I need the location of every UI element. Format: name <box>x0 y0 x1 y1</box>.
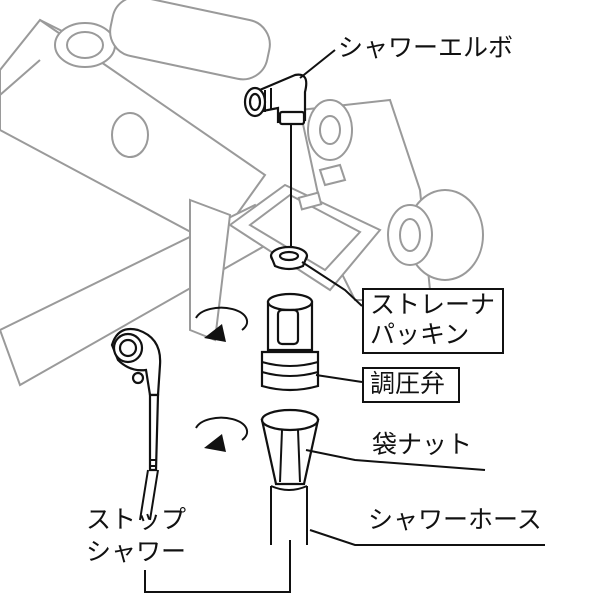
label-bag-nut: 袋ナット <box>372 430 473 459</box>
shower-elbow-part <box>243 73 308 126</box>
pressure-valve-part <box>260 292 320 392</box>
faucet-body <box>0 0 484 387</box>
label-stop-shower-line2: シャワー <box>86 537 187 566</box>
label-pressure-valve: 調圧弁 <box>362 367 460 403</box>
label-strainer-packing-line1: ストレーナ <box>370 290 496 319</box>
label-shower-elbow: シャワーエルボ <box>338 33 514 62</box>
leader-lines <box>144 49 545 593</box>
rotate-clockwise-arrow-icon <box>195 416 249 452</box>
strainer-packing-part <box>269 245 309 271</box>
rotate-clockwise-arrow-icon <box>195 306 249 342</box>
bag-nut-part <box>260 408 320 486</box>
stop-shower-part <box>110 327 162 521</box>
label-pressure-valve-text: 調圧弁 <box>370 369 446 398</box>
label-strainer-packing-line2: パッキン <box>370 320 470 349</box>
label-strainer-packing: ストレーナ パッキン <box>362 288 504 354</box>
label-stop-shower-line1: ストップ <box>86 505 187 534</box>
shower-hose-part <box>270 485 308 545</box>
label-shower-hose: シャワーホース <box>368 505 542 534</box>
